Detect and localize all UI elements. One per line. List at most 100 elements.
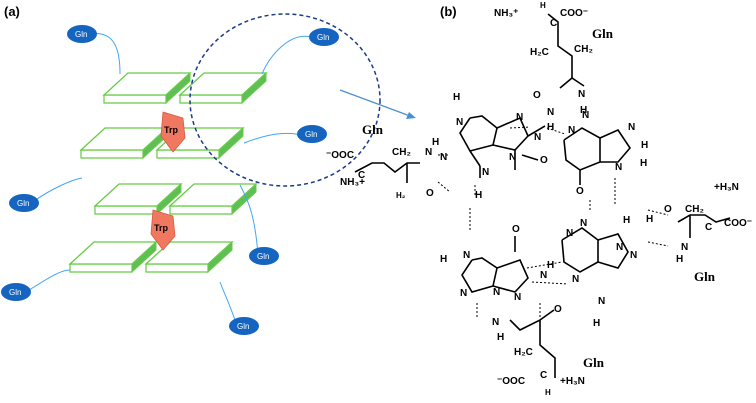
- gln-oval-label: Gln: [317, 33, 329, 42]
- gln-oval: [309, 28, 339, 46]
- atom-N: N: [615, 162, 622, 173]
- zoom-arrow-head: [406, 112, 416, 119]
- h-bond: [531, 281, 569, 285]
- atom-N: N: [509, 152, 516, 163]
- h-bond: [437, 181, 451, 193]
- bond: [461, 257, 498, 293]
- atom-N: N: [598, 296, 605, 307]
- atom-H: H: [646, 214, 653, 225]
- gln-oval: [229, 317, 259, 335]
- atom-ch2: CH₂: [685, 204, 704, 215]
- plate-top-0: [102, 72, 192, 96]
- atom-c: C: [540, 370, 547, 381]
- gln-oval: [1, 283, 31, 301]
- atom-N: N: [482, 167, 489, 178]
- atom-h2c: H₂C: [530, 47, 549, 58]
- quartet-bonds: [354, 13, 731, 378]
- atom-N: N: [572, 274, 579, 285]
- atom-O: O: [512, 224, 520, 235]
- hydrogen-bonds: [437, 126, 669, 318]
- atom-right_amine: +H₃N: [714, 182, 739, 193]
- atom-N: N: [425, 147, 432, 158]
- atom-N: N: [516, 112, 523, 123]
- gln-tether: [33, 177, 83, 202]
- atom-N: N: [681, 242, 688, 253]
- gln-oval-label: Gln: [257, 252, 269, 261]
- atom-N: N: [568, 125, 575, 136]
- atom-H: H: [432, 137, 439, 148]
- atom-N: N: [463, 250, 470, 261]
- atom-H: H: [547, 260, 554, 271]
- trp-marker: [160, 111, 186, 153]
- gln-label-bottom: Gln: [583, 355, 605, 370]
- atom-H: H: [593, 318, 600, 329]
- atom-N: N: [460, 288, 467, 299]
- atom-N: N: [578, 89, 585, 100]
- atom-O: O: [426, 188, 434, 199]
- atom-H: H: [676, 254, 683, 265]
- gln-oval: [297, 125, 327, 143]
- gln-oval-label: Gln: [237, 322, 249, 331]
- gln-label-right: Gln: [694, 269, 716, 284]
- bond: [597, 233, 629, 269]
- atom-c: C: [358, 170, 365, 181]
- gln-oval-label: Gln: [9, 288, 21, 297]
- gln-tether: [261, 35, 312, 75]
- bond: [571, 77, 585, 87]
- atom-c: C: [705, 222, 712, 233]
- plate-front: [145, 263, 209, 273]
- gln-label-top: Gln: [592, 26, 614, 41]
- plate-front: [169, 205, 233, 215]
- bond: [677, 214, 731, 223]
- bond: [459, 115, 498, 152]
- atom-left_amine: NH₃+: [340, 177, 365, 188]
- atom-N: N: [492, 317, 499, 328]
- h-bond: [509, 126, 531, 129]
- gln-tether: [25, 269, 71, 293]
- atom-N: N: [493, 287, 500, 298]
- atom-H: H: [545, 388, 551, 397]
- atom-O: O: [664, 204, 672, 215]
- atom-N: N: [630, 250, 637, 261]
- atom-H: H: [453, 92, 460, 103]
- gln-oval-label: Gln: [305, 130, 317, 139]
- h-bond: [546, 127, 566, 135]
- gln-oval: [9, 194, 39, 212]
- plate-top-6: [68, 241, 158, 265]
- atom-ch2: CH₂: [574, 44, 593, 55]
- atom-right_acid: COO⁻: [724, 218, 752, 229]
- atom-N: N: [514, 292, 521, 303]
- gln-oval-label: Gln: [75, 30, 87, 39]
- zoom-arrow: [339, 89, 411, 117]
- gln-oval-label: Gln: [17, 199, 29, 208]
- bond: [509, 318, 556, 378]
- bond: [469, 150, 481, 167]
- atom-O: O: [576, 186, 584, 197]
- trp-marker: [150, 209, 176, 251]
- panel-label-a: (a): [4, 4, 20, 19]
- gln-oval: [67, 25, 97, 43]
- atom-O: O: [540, 155, 548, 166]
- atom-H: H: [440, 254, 447, 265]
- gln-oval: [249, 247, 279, 265]
- atom-H: H: [475, 190, 482, 201]
- zoom-circle: [189, 13, 381, 187]
- gln-tether: [239, 184, 259, 256]
- plate-front: [80, 149, 144, 159]
- bond: [521, 154, 539, 161]
- atom-N: N: [540, 270, 547, 281]
- atom-N: N: [616, 242, 623, 253]
- atom-H: H: [623, 215, 630, 226]
- atom-top_acid: COO⁻: [560, 8, 588, 19]
- atom-ch2: CH₂: [392, 147, 411, 158]
- trp-label: Trp: [154, 223, 169, 233]
- plate-front: [94, 205, 158, 215]
- plate-top-1: [178, 72, 268, 96]
- atom-N: N: [547, 107, 554, 118]
- gln-tether: [89, 33, 121, 75]
- bond: [527, 125, 546, 137]
- atom-H: H: [580, 105, 587, 116]
